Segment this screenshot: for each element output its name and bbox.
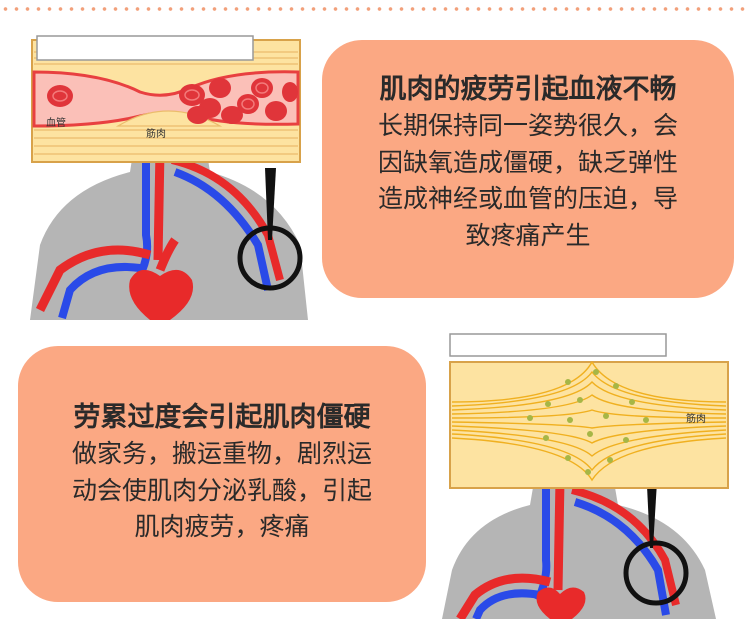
muscle-diagram: 筋肉 — [442, 333, 729, 619]
text-line: 肌肉疲劳，疼痛 — [134, 512, 310, 542]
muscle-stiffness-text: 做家务，搬运重物，剧烈运 动会使肌肉分泌乳酸，引起 肌肉疲劳，疼痛 — [18, 436, 426, 546]
body-silhouette — [30, 140, 308, 320]
text-line: 长期保持同一姿势很久，会 — [377, 111, 678, 141]
dotted-border — [0, 6, 750, 12]
artery — [153, 149, 165, 261]
lactic-acid-dots — [527, 369, 649, 475]
label-box — [449, 333, 667, 357]
vessel-label: 血管 — [46, 116, 66, 129]
text-line: 因缺氧造成僵硬，缺乏弹性 — [377, 147, 678, 177]
text-line: 动会使肌肉分泌乳酸，引起 — [71, 475, 372, 505]
blood-flow-title: 肌肉的疲劳引起血液不畅 — [379, 74, 677, 105]
zoom-circle — [623, 540, 689, 606]
text-line: 致疼痛产生 — [465, 220, 591, 250]
blood-vessel-diagram: 血管 筋肉 — [30, 35, 308, 320]
muscle-stiffness-bubble: 劳累过度会引起肌肉僵硬 做家务，搬运重物，剧烈运 动会使肌肉分泌乳酸，引起 肌肉… — [18, 346, 426, 602]
muscle-label: 筋肉 — [146, 127, 166, 140]
vein — [173, 168, 272, 291]
heart — [129, 269, 194, 320]
callout-pointer — [265, 168, 276, 240]
artery — [456, 573, 552, 619]
vein — [573, 498, 670, 616]
vein — [472, 589, 541, 619]
text-line: 做家务，搬运重物，剧烈运 — [71, 439, 372, 469]
muscle-panel — [449, 361, 729, 489]
heart — [536, 587, 586, 619]
muscle-label: 筋肉 — [686, 412, 706, 425]
artery — [553, 479, 565, 591]
blood-cells — [47, 78, 298, 124]
text-line: 造成神经或血管的压迫，导 — [377, 184, 678, 214]
artery — [35, 245, 152, 313]
muscle-fibers — [451, 361, 727, 482]
vein — [58, 263, 141, 320]
blood-flow-text: 长期保持同一姿势很久，会 因缺氧造成僵硬，缺乏弹性 造成神经或血管的压迫，导 致… — [322, 108, 734, 254]
zoom-circle — [237, 225, 303, 291]
label-box — [36, 35, 254, 61]
blood-flow-bubble: 肌肉的疲劳引起血液不畅 长期保持同一姿势很久，会 因缺氧造成僵硬，缺乏弹性 造成… — [322, 40, 734, 298]
artery — [571, 486, 680, 606]
muscle-stiffness-title: 劳累过度会引起肌肉僵硬 — [73, 402, 371, 433]
